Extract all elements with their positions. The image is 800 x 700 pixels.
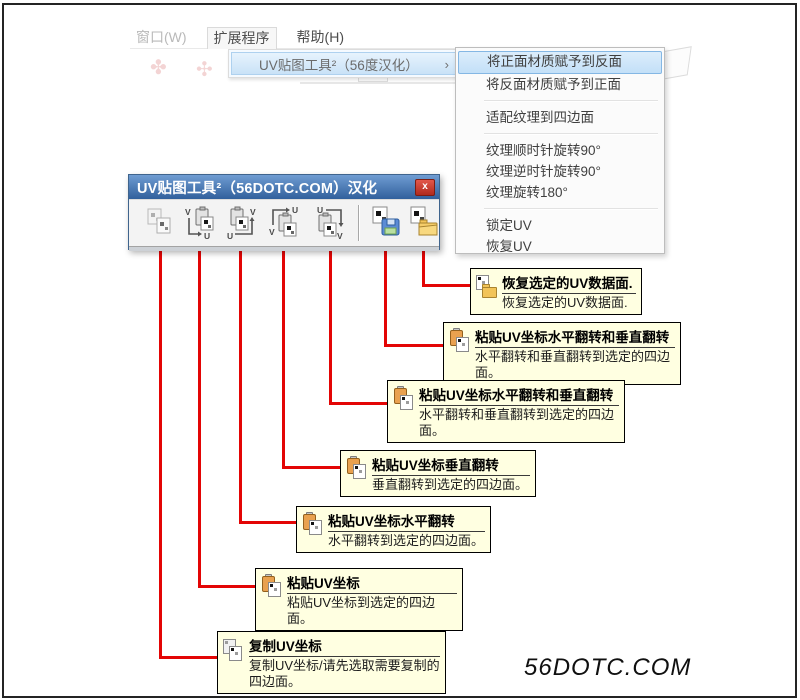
svg-text:U: U (292, 205, 298, 215)
callout-title: 粘贴UV坐标垂直翻转 (372, 454, 530, 476)
paste-uv-hv-flip-icon (392, 386, 414, 412)
restore-uv-icon (475, 274, 497, 300)
faded-toolbar-icon: ✣ (196, 59, 213, 81)
callout-title: 粘贴UV坐标 (287, 572, 457, 594)
uv-toolkit-submenu: 将正面材质赋予到反面 将反面材质赋予到正面 适配纹理到四边面 纹理顺时针旋转90… (455, 47, 665, 254)
connector-line (238, 250, 242, 524)
svg-text:U: U (227, 231, 233, 241)
connector-line (328, 402, 388, 405)
connector-line (238, 521, 297, 524)
callout-desc: 水平翻转到选定的四边面。 (328, 533, 485, 548)
uv-toolkit-window: UV贴图工具²（56DOTC.COM）汉化 x V (128, 174, 440, 251)
connector-line (197, 585, 256, 588)
callout-paste-uv: 粘贴UV坐标 粘贴UV坐标到选定的四边面。 (255, 568, 463, 631)
svg-text:V: V (250, 207, 256, 217)
paste-uv-horizontal-vertical-flip-icon[interactable]: U V (313, 203, 349, 243)
callout-paste-uv-hv-flip: 粘贴UV坐标水平翻转和垂直翻转 水平翻转和垂直翻转到选定的四边面。 (443, 322, 681, 385)
callout-desc: 恢复选定的UV数据面. (502, 295, 628, 310)
submenu-item-back-to-front[interactable]: 将反面材质赋予到正面 (486, 77, 621, 92)
callout-desc: 水平翻转和垂直翻转到选定的四边面。 (475, 349, 671, 380)
submenu-item-restore-uv[interactable]: 恢复UV (486, 239, 532, 254)
paste-uv-icon[interactable]: V U (182, 203, 218, 243)
menu-item-uv-toolkit[interactable]: UV贴图工具²（56度汉化） › (231, 52, 458, 75)
submenu-item-rotate-ccw-90[interactable]: 纹理逆时针旋转90° (486, 164, 601, 179)
menu-item-uv-toolkit-label: UV贴图工具²（56度汉化） (259, 57, 419, 73)
extensions-dropdown-menu: UV贴图工具²（56度汉化） › (228, 49, 458, 78)
save-uv-icon[interactable] (368, 203, 404, 243)
faded-toolbar-icon: ✤ (150, 57, 167, 79)
callout-title: 复制UV坐标 (249, 635, 440, 657)
callout-desc: 复制UV坐标/请先选取需要复制的四边面。 (249, 658, 440, 689)
connector-line (421, 284, 471, 287)
callout-title: 恢复选定的UV数据面. (502, 272, 636, 294)
submenu-separator (484, 100, 658, 102)
connector-line (328, 250, 332, 405)
callout-desc: 垂直翻转到选定的四边面。 (372, 477, 529, 492)
watermark: 56DOTC.COM (524, 654, 692, 681)
svg-text:U: U (317, 205, 323, 215)
svg-text:V: V (269, 227, 275, 237)
submenu-separator (484, 208, 658, 210)
connector-line (197, 250, 201, 588)
uv-toolkit-toolbar: V U V U (129, 199, 439, 246)
paste-uv-vertical-flip-icon[interactable]: U V (266, 203, 302, 243)
close-icon[interactable]: x (415, 178, 435, 196)
svg-text:U: U (204, 231, 210, 241)
callout-paste-uv-v-flip: 粘贴UV坐标垂直翻转 垂直翻转到选定的四边面。 (340, 450, 536, 497)
submenu-item-rotate-180[interactable]: 纹理旋转180° (486, 185, 568, 200)
uv-toolkit-window-title: UV贴图工具²（56DOTC.COM）汉化 (137, 180, 378, 197)
callout-restore-uv: 恢复选定的UV数据面. 恢复选定的UV数据面. (470, 268, 642, 315)
connector-line (158, 656, 218, 659)
submenu-arrow-icon: › (444, 57, 449, 72)
paste-uv-icon (260, 574, 282, 600)
callout-paste-uv-hv-flip-2: 粘贴UV坐标水平翻转和垂直翻转 水平翻转和垂直翻转到选定的四边面。 (387, 380, 625, 443)
connector-line (281, 250, 285, 469)
menu-window[interactable]: 窗口(W) (136, 29, 187, 45)
callout-copy-uv: 复制UV坐标 复制UV坐标/请先选取需要复制的四边面。 (217, 631, 446, 694)
paste-uv-hv-flip-icon (448, 328, 470, 354)
callout-desc: 水平翻转和垂直翻转到选定的四边面。 (419, 407, 615, 438)
uv-toolkit-titlebar[interactable]: UV贴图工具²（56DOTC.COM）汉化 x (129, 175, 439, 199)
copy-uv-icon (222, 637, 244, 663)
connector-line (281, 466, 341, 469)
toolbar-separator (358, 205, 360, 241)
callout-paste-uv-h-flip: 粘贴UV坐标水平翻转 水平翻转到选定的四边面。 (296, 506, 491, 553)
paste-uv-v-flip-icon (345, 456, 367, 482)
submenu-item-fit-texture[interactable]: 适配纹理到四边面 (486, 110, 594, 125)
callout-title: 粘贴UV坐标水平翻转和垂直翻转 (475, 326, 675, 348)
submenu-item-rotate-cw-90[interactable]: 纹理顺时针旋转90° (486, 143, 601, 158)
submenu-separator (484, 133, 658, 135)
callout-desc: 粘贴UV坐标到选定的四边面。 (287, 595, 436, 626)
connector-line (383, 250, 387, 347)
faded-toolbar-edge (300, 82, 460, 84)
copy-uv-icon[interactable] (143, 203, 179, 243)
submenu-item-front-to-back[interactable]: 将正面材质赋予到反面 (458, 51, 662, 74)
menu-bar-underline (130, 48, 460, 49)
restore-uv-icon[interactable] (406, 203, 442, 243)
connector-line (158, 250, 162, 659)
connector-line (383, 344, 444, 347)
menu-extensions[interactable]: 扩展程序 (206, 27, 277, 49)
window-bottom-edge (129, 246, 439, 251)
svg-text:V: V (185, 207, 191, 217)
connector-line (421, 250, 425, 287)
menu-help[interactable]: 帮助(H) (296, 29, 344, 45)
svg-text:V: V (337, 231, 343, 241)
submenu-item-lock-uv[interactable]: 锁定UV (486, 218, 532, 233)
callout-title: 粘贴UV坐标水平翻转 (328, 510, 485, 532)
menu-bar: 窗口(W) 扩展程序 帮助(H) (130, 27, 350, 49)
callout-title: 粘贴UV坐标水平翻转和垂直翻转 (419, 384, 619, 406)
paste-uv-h-flip-icon (301, 512, 323, 538)
paste-uv-horizontal-flip-icon[interactable]: V U (223, 203, 259, 243)
